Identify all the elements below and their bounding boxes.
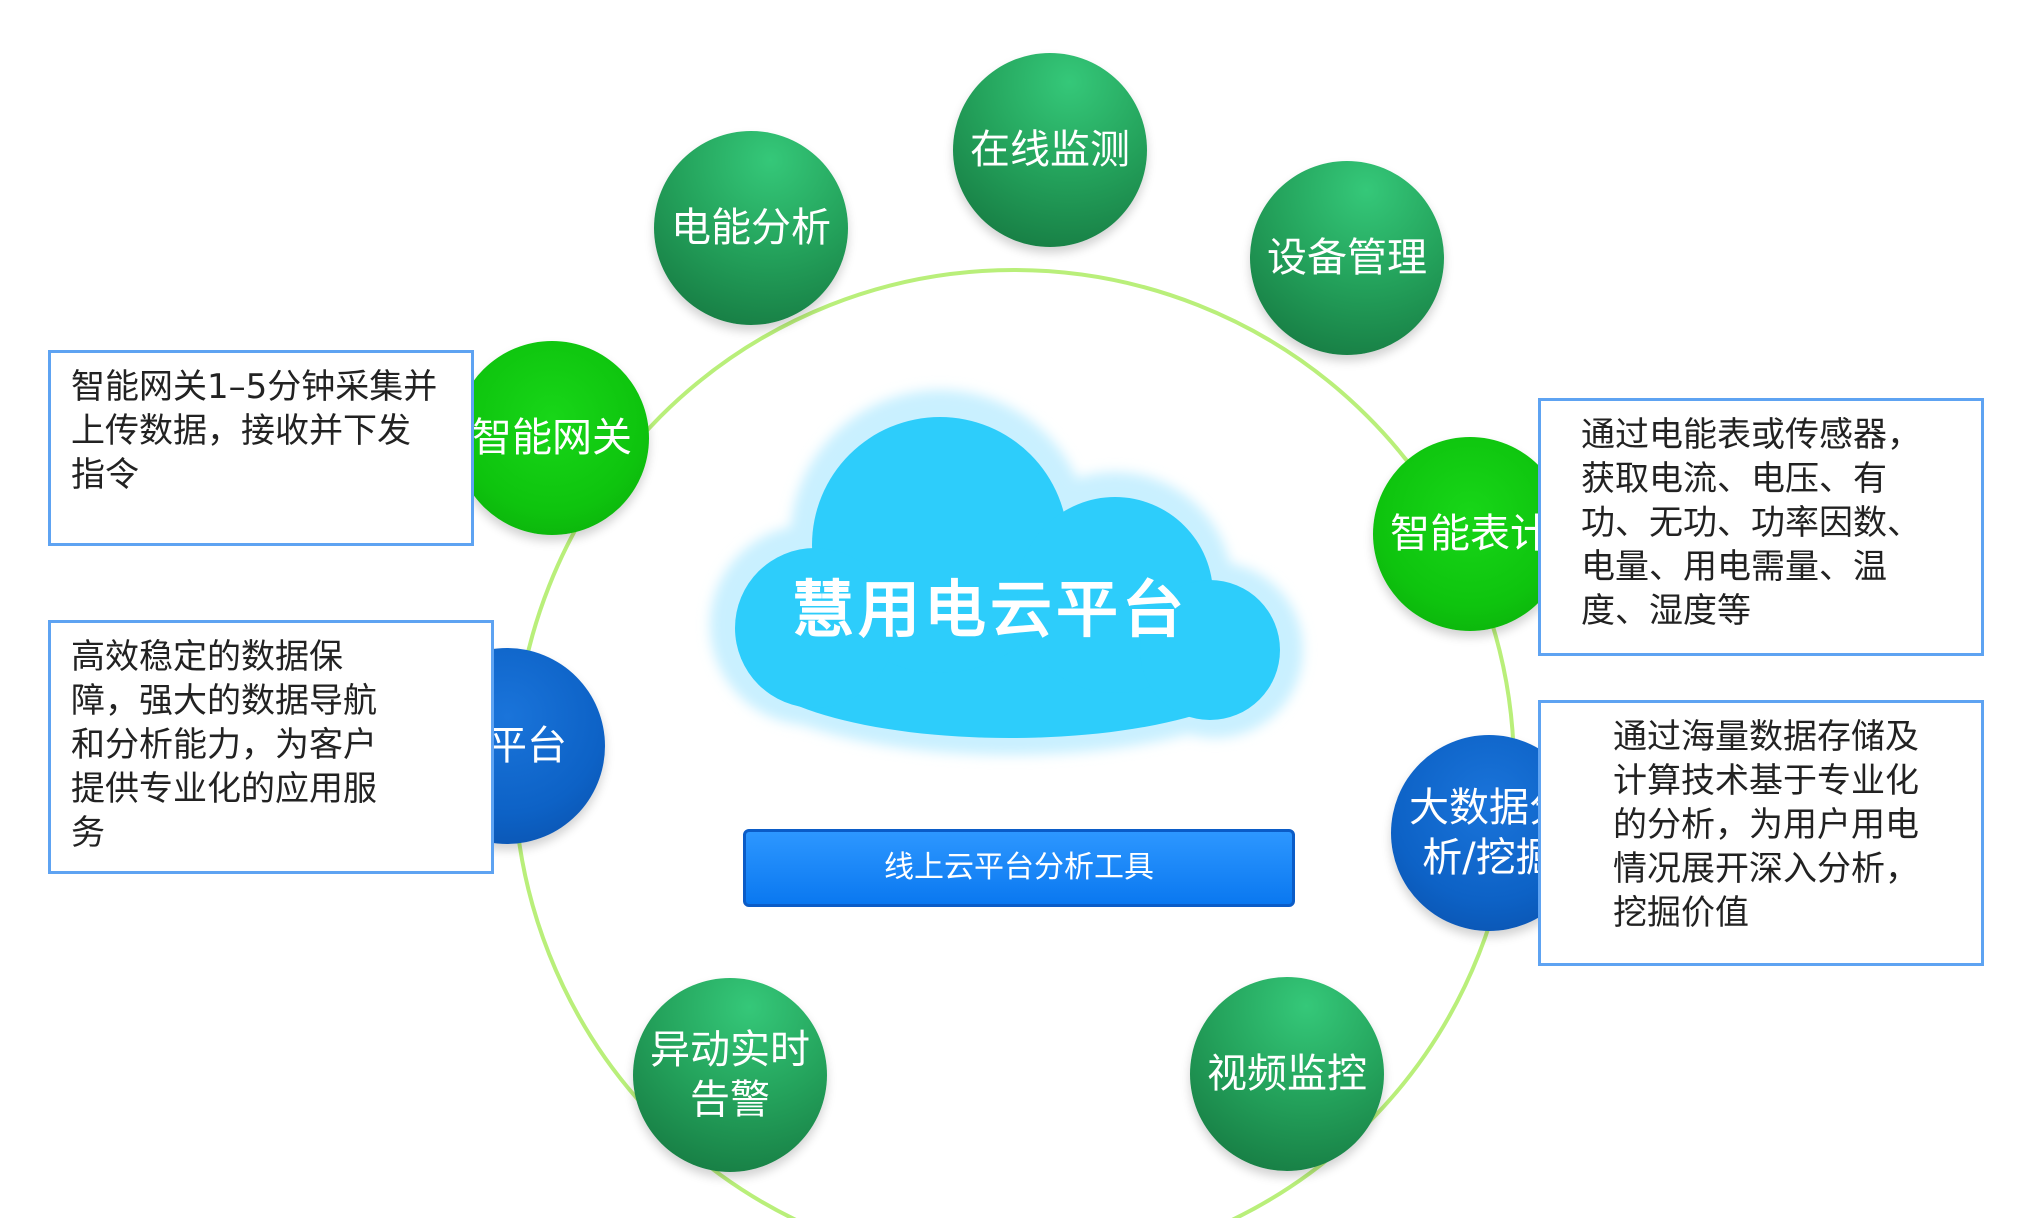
- desc-big-data: 通过海量数据存储及 计算技术基于专业化 的分析，为用户用电 情况展开深入分析， …: [1538, 700, 1984, 966]
- node-label: 智能网关: [472, 415, 632, 461]
- cloud-icon: [710, 390, 1303, 755]
- node-smart-meter[interactable]: 智能表计: [1373, 437, 1567, 631]
- node-smart-gateway[interactable]: 智能网关: [455, 341, 649, 535]
- node-online-monitoring[interactable]: 在线监测: [953, 53, 1147, 247]
- platform-title: 慧用电云平台: [791, 573, 1188, 646]
- node-label: 设备管理: [1267, 235, 1427, 281]
- node-label: 在线监测: [970, 127, 1130, 173]
- node-video-monitoring[interactable]: 视频监控: [1190, 977, 1384, 1171]
- node-energy-analysis[interactable]: 电能分析: [654, 131, 848, 325]
- node-label: 视频监控: [1207, 1051, 1367, 1097]
- desc-smart-meter: 通过电能表或传感器， 获取电流、电压、有 功、无功、功率因数、 电量、用电需量、…: [1538, 398, 1984, 656]
- node-label: 智能表计: [1390, 511, 1550, 557]
- node-label: 电能分析: [671, 205, 831, 251]
- analysis-tool-button[interactable]: 线上云平台分析工具: [743, 829, 1295, 907]
- desc-smart-gateway: 智能网关1–5分钟采集并 上传数据，接收并下发 指令: [48, 350, 474, 546]
- desc-cloud-platform: 高效稳定的数据保 障，强大的数据导航 和分析能力，为客户 提供专业化的应用服 务: [48, 620, 494, 874]
- node-anomaly-alarm[interactable]: 异动实时 告警: [633, 978, 827, 1172]
- node-label: 异动实时 告警: [650, 1027, 810, 1123]
- node-device-management[interactable]: 设备管理: [1250, 161, 1444, 355]
